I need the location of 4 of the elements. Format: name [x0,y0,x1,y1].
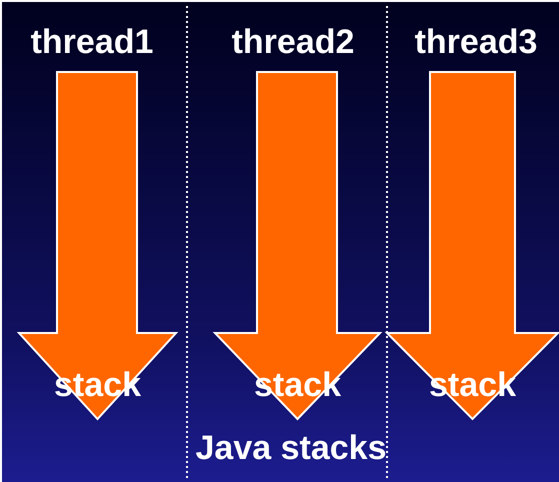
thread-label: thread2 [232,23,354,61]
thread-label: thread3 [414,23,538,61]
thread-label: thread1 [30,23,154,61]
caption-label: Java stacks [196,429,386,467]
